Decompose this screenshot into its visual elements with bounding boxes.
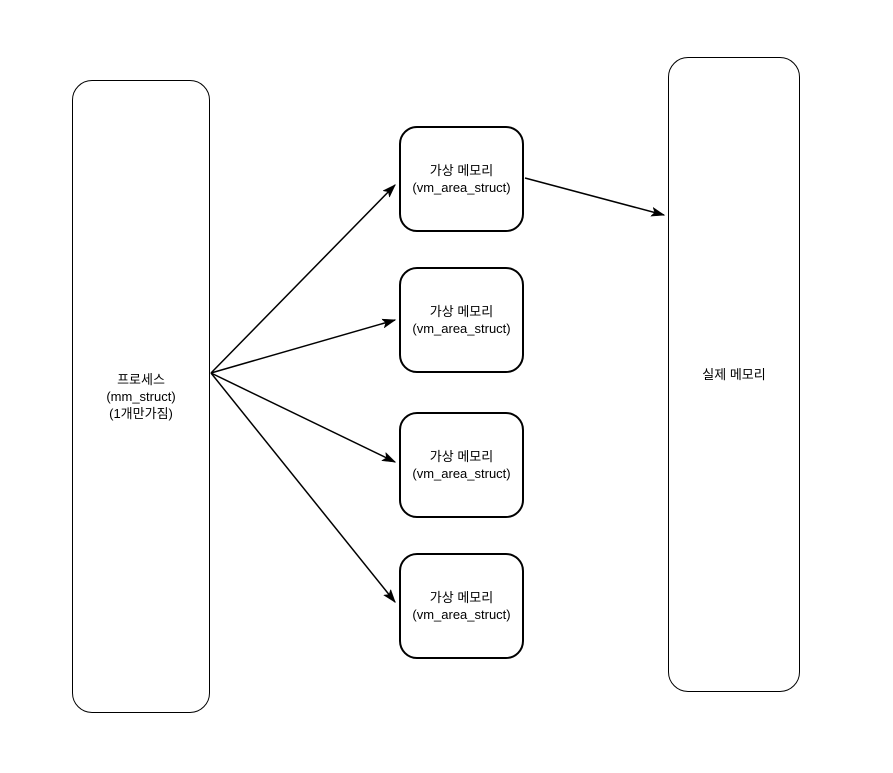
vm-label-line2: (vm_area_struct) [412, 180, 511, 195]
process-node: 프로세스 (mm_struct) (1개만가짐) [72, 80, 210, 713]
vm-label-line1: 가상 메모리 [429, 163, 494, 178]
arrow-process-to-vm-3 [210, 372, 395, 463]
arrow-process-to-vm-2 [210, 320, 395, 374]
arrow-vm-1-to-memory [524, 177, 664, 215]
vm-label-line2: (vm_area_struct) [412, 607, 511, 622]
vm-label-line2: (vm_area_struct) [412, 321, 511, 336]
memory-label: 실제 메모리 [702, 367, 766, 382]
virtual-memory-node-4: 가상 메모리 (vm_area_struct) [399, 553, 524, 659]
arrow-process-to-vm-1 [210, 185, 395, 374]
vm-label-line1: 가상 메모리 [429, 590, 494, 605]
process-label-line1: 프로세스 [117, 372, 165, 387]
vm-label-line2: (vm_area_struct) [412, 466, 511, 481]
virtual-memory-node-3: 가상 메모리 (vm_area_struct) [399, 412, 524, 518]
arrow-process-to-vm-4 [210, 372, 395, 602]
virtual-memory-node-2: 가상 메모리 (vm_area_struct) [399, 267, 524, 373]
process-label-line3: (1개만가짐) [109, 406, 173, 421]
vm-label-line1: 가상 메모리 [429, 449, 494, 464]
virtual-memory-node-1: 가상 메모리 (vm_area_struct) [399, 126, 524, 232]
vm-label-line1: 가상 메모리 [429, 304, 494, 319]
process-label-line2: (mm_struct) [106, 389, 176, 404]
real-memory-node: 실제 메모리 [668, 57, 800, 692]
